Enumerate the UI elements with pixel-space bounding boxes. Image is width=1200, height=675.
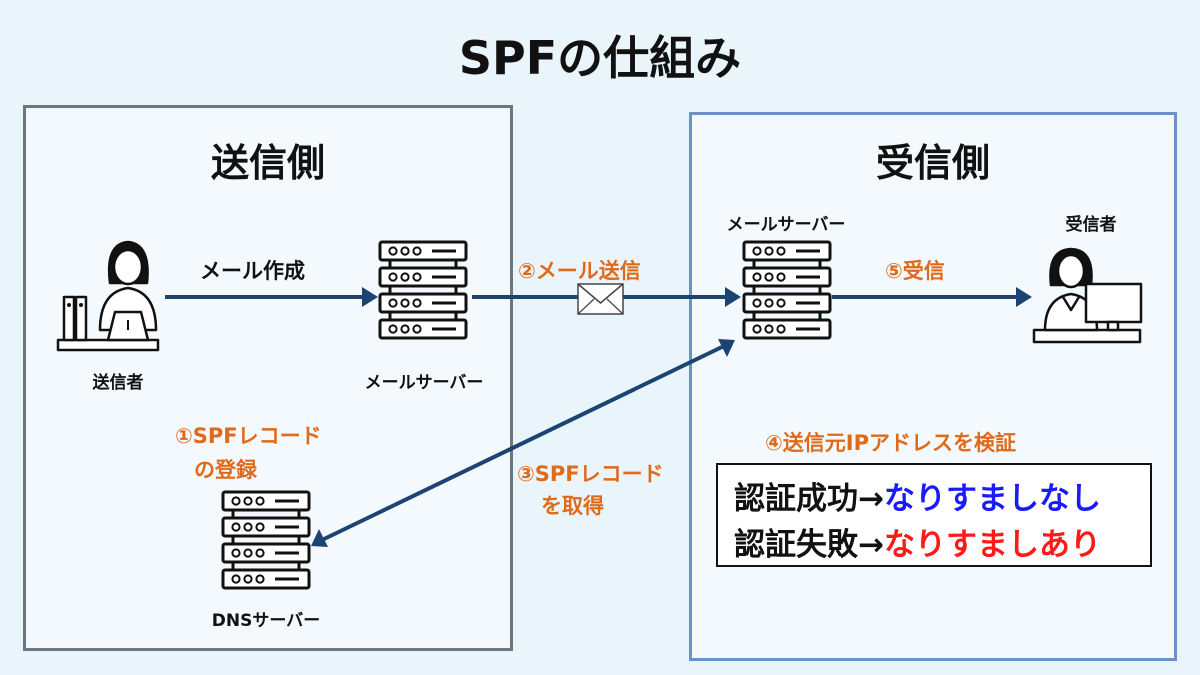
sender-mail-server-icon	[378, 240, 468, 340]
arrow-receive	[832, 287, 1032, 307]
auth-success-prefix: 認証成功→	[734, 481, 884, 517]
auth-success-line: 認証成功→なりすましなし	[734, 473, 1101, 518]
step3-label-line1: ③SPFレコード	[517, 462, 664, 486]
page-title: SPFの仕組み	[458, 31, 742, 85]
envelope-icon	[577, 283, 624, 315]
auth-fail-value: なりすましあり	[883, 527, 1101, 563]
recipient-label: 受信者	[1065, 215, 1117, 235]
receiver-mail-server-icon	[742, 240, 832, 340]
sender-person-icon	[56, 240, 160, 352]
step1-label-line1: ①SPFレコード	[175, 424, 322, 448]
dns-server-icon	[221, 490, 311, 590]
step4-label: ④送信元IPアドレスを検証	[765, 431, 1016, 455]
step5-label: ⑤受信	[885, 259, 945, 283]
recipient-person-icon	[1032, 247, 1143, 344]
auth-success-value: なりすましなし	[883, 481, 1101, 517]
auth-result-box: 認証成功→なりすましなし 認証失敗→なりすましあり	[716, 463, 1152, 567]
step1-label-line2: の登録	[194, 458, 257, 482]
auth-fail-line: 認証失敗→なりすましあり	[734, 519, 1101, 564]
compose-label: メール作成	[200, 259, 305, 283]
step2-label: ②メール送信	[518, 259, 641, 283]
sender-panel-title: 送信側	[210, 141, 325, 185]
receiver-panel-title: 受信側	[875, 141, 990, 185]
sender-label: 送信者	[92, 373, 144, 393]
receiver-panel	[689, 112, 1177, 661]
receiver-mail-server-label: メールサーバー	[726, 215, 846, 235]
dns-server-label: DNSサーバー	[211, 611, 321, 631]
arrow-compose	[165, 287, 378, 307]
step3-label-line2: を取得	[541, 494, 604, 518]
arrow-spf-lookup	[311, 339, 735, 547]
auth-fail-prefix: 認証失敗→	[734, 527, 884, 563]
sender-mail-server-label: メールサーバー	[364, 373, 484, 393]
